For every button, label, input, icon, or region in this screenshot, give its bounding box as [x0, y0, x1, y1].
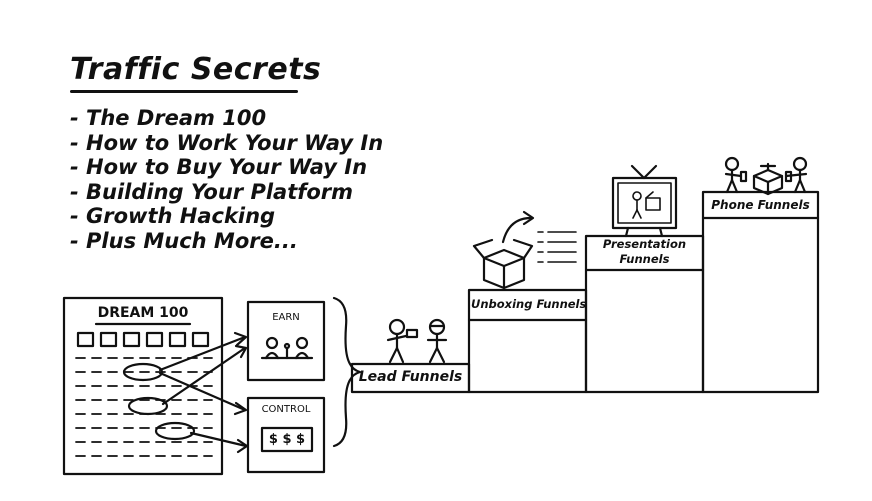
- unboxing-illustration: [472, 210, 577, 290]
- bullet-item: - The Dream 100: [70, 106, 267, 130]
- circled-name: [154, 421, 196, 441]
- curly-brace: [332, 296, 362, 448]
- box-icon: [752, 168, 784, 184]
- bullet-item: - Building Your Platform: [70, 179, 354, 204]
- bullet-list: - The Dream 100 - How to Work Your Way I…: [70, 106, 383, 253]
- person-icon: [295, 336, 309, 350]
- list-lines: [75, 357, 213, 457]
- control-label: CONTROL: [261, 404, 311, 415]
- unboxing-funnels-label: Unboxing Funnels: [471, 297, 587, 311]
- bullet-item: - Plus Much More...: [70, 228, 298, 253]
- box-icon: [482, 248, 526, 268]
- person-body: [294, 351, 310, 360]
- gift-icon: [405, 328, 419, 339]
- dream-100-label: DREAM 100: [97, 305, 189, 321]
- connector-arrows: [158, 331, 249, 454]
- circled-name: [122, 362, 164, 382]
- control-panel: [246, 396, 326, 474]
- presentation-line-1: Presentation: [602, 237, 687, 251]
- title-underline: [70, 90, 298, 93]
- phone-icon: [784, 170, 793, 183]
- lead-funnels-label: Lead Funnels: [358, 369, 463, 385]
- person-body: [264, 351, 280, 360]
- presentation-funnels-label: Presentation Funnels: [588, 237, 701, 267]
- earn-box: [246, 300, 326, 382]
- control-box: [246, 396, 326, 474]
- funnel-staircase: [350, 190, 820, 394]
- dream-100-box: [62, 296, 224, 476]
- microphone-head: [283, 342, 291, 350]
- curved-arrow: [501, 216, 533, 244]
- tv-icon: [611, 176, 678, 230]
- earn-panel: [246, 300, 326, 382]
- money-frame: [260, 426, 314, 453]
- money-label: $ $ $: [268, 432, 306, 447]
- phone-people: [724, 156, 808, 196]
- step-phone: [701, 190, 820, 394]
- person-icon: [724, 156, 740, 172]
- bullet-item: - How to Work Your Way In: [70, 130, 384, 155]
- circled-name: [127, 396, 169, 416]
- bullet-item: - How to Buy Your Way In: [70, 155, 368, 179]
- dream-100-sheet: [62, 296, 224, 476]
- bullet-item: - Growth Hacking: [70, 204, 276, 228]
- person-icon: [388, 318, 406, 336]
- checkbox-row: [76, 331, 210, 348]
- tv-illustration: [611, 164, 678, 238]
- page-title: Traffic Secrets: [70, 52, 322, 87]
- presentation-line-2: Funnels: [619, 252, 670, 266]
- lead-people: [386, 318, 448, 364]
- phone-funnels-label: Phone Funnels: [711, 198, 810, 212]
- phone-icon: [739, 170, 748, 183]
- earn-label: EARN: [272, 312, 300, 323]
- person-icon: [792, 156, 808, 172]
- person-icon: [265, 336, 279, 350]
